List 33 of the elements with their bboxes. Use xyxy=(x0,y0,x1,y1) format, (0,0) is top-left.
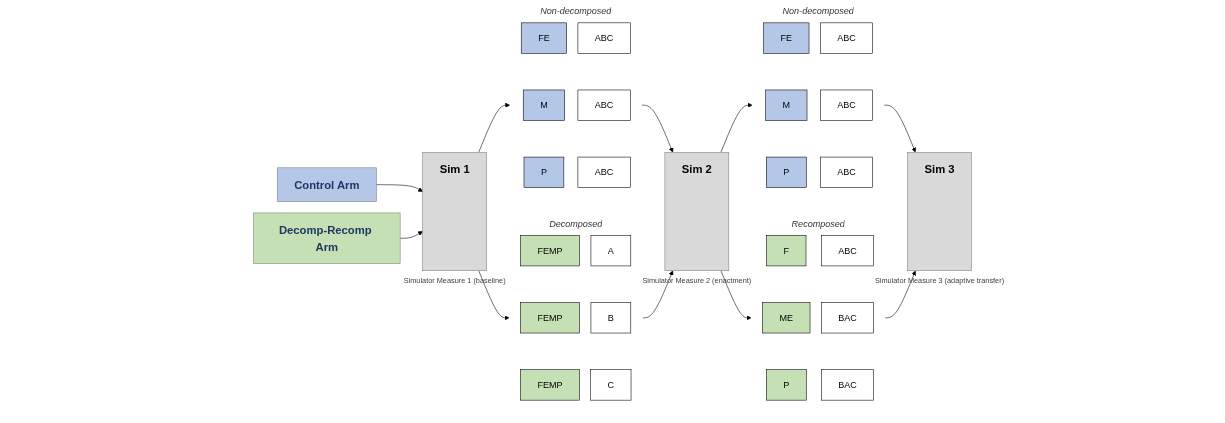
node-box: P xyxy=(766,369,807,401)
node-box: M xyxy=(522,89,565,121)
node-box: FEMP xyxy=(520,302,580,334)
node-box: FEMP xyxy=(520,235,580,267)
node-box: P xyxy=(766,156,807,188)
node-box: B xyxy=(590,302,632,334)
node-box: Sim 2 xyxy=(664,152,730,271)
node-text: Non-decomposed xyxy=(540,6,612,16)
node-box: P xyxy=(523,156,565,188)
node-box: A xyxy=(590,235,632,267)
node-box: ABC xyxy=(577,22,631,54)
node-box: ABC xyxy=(821,235,874,267)
node-box: ABC xyxy=(577,89,631,121)
node-box: Control Arm xyxy=(276,167,377,202)
node-box: FEMP xyxy=(520,369,580,401)
node-text: Non-decomposed xyxy=(782,6,854,16)
node-box: Sim 3 xyxy=(907,152,972,271)
node-box: ME xyxy=(762,302,811,334)
node-box: Sim 1 xyxy=(422,152,487,271)
node-box: ABC xyxy=(820,89,873,121)
node-box: BAC xyxy=(821,369,874,401)
node-box: ABC xyxy=(820,156,873,188)
node-box: BAC xyxy=(821,302,874,334)
node-text: Decomposed xyxy=(549,218,603,229)
node-box: M xyxy=(765,89,808,121)
node-box: C xyxy=(590,369,632,401)
node-box: F xyxy=(766,235,807,267)
node-text: Recomposed xyxy=(791,218,845,229)
node-box: FE xyxy=(520,22,567,54)
node-box: ABC xyxy=(820,22,873,54)
node-box: ABC xyxy=(577,156,631,188)
node-box: FE xyxy=(763,22,810,54)
node-box: Decomp-Recomp Arm xyxy=(253,212,401,264)
